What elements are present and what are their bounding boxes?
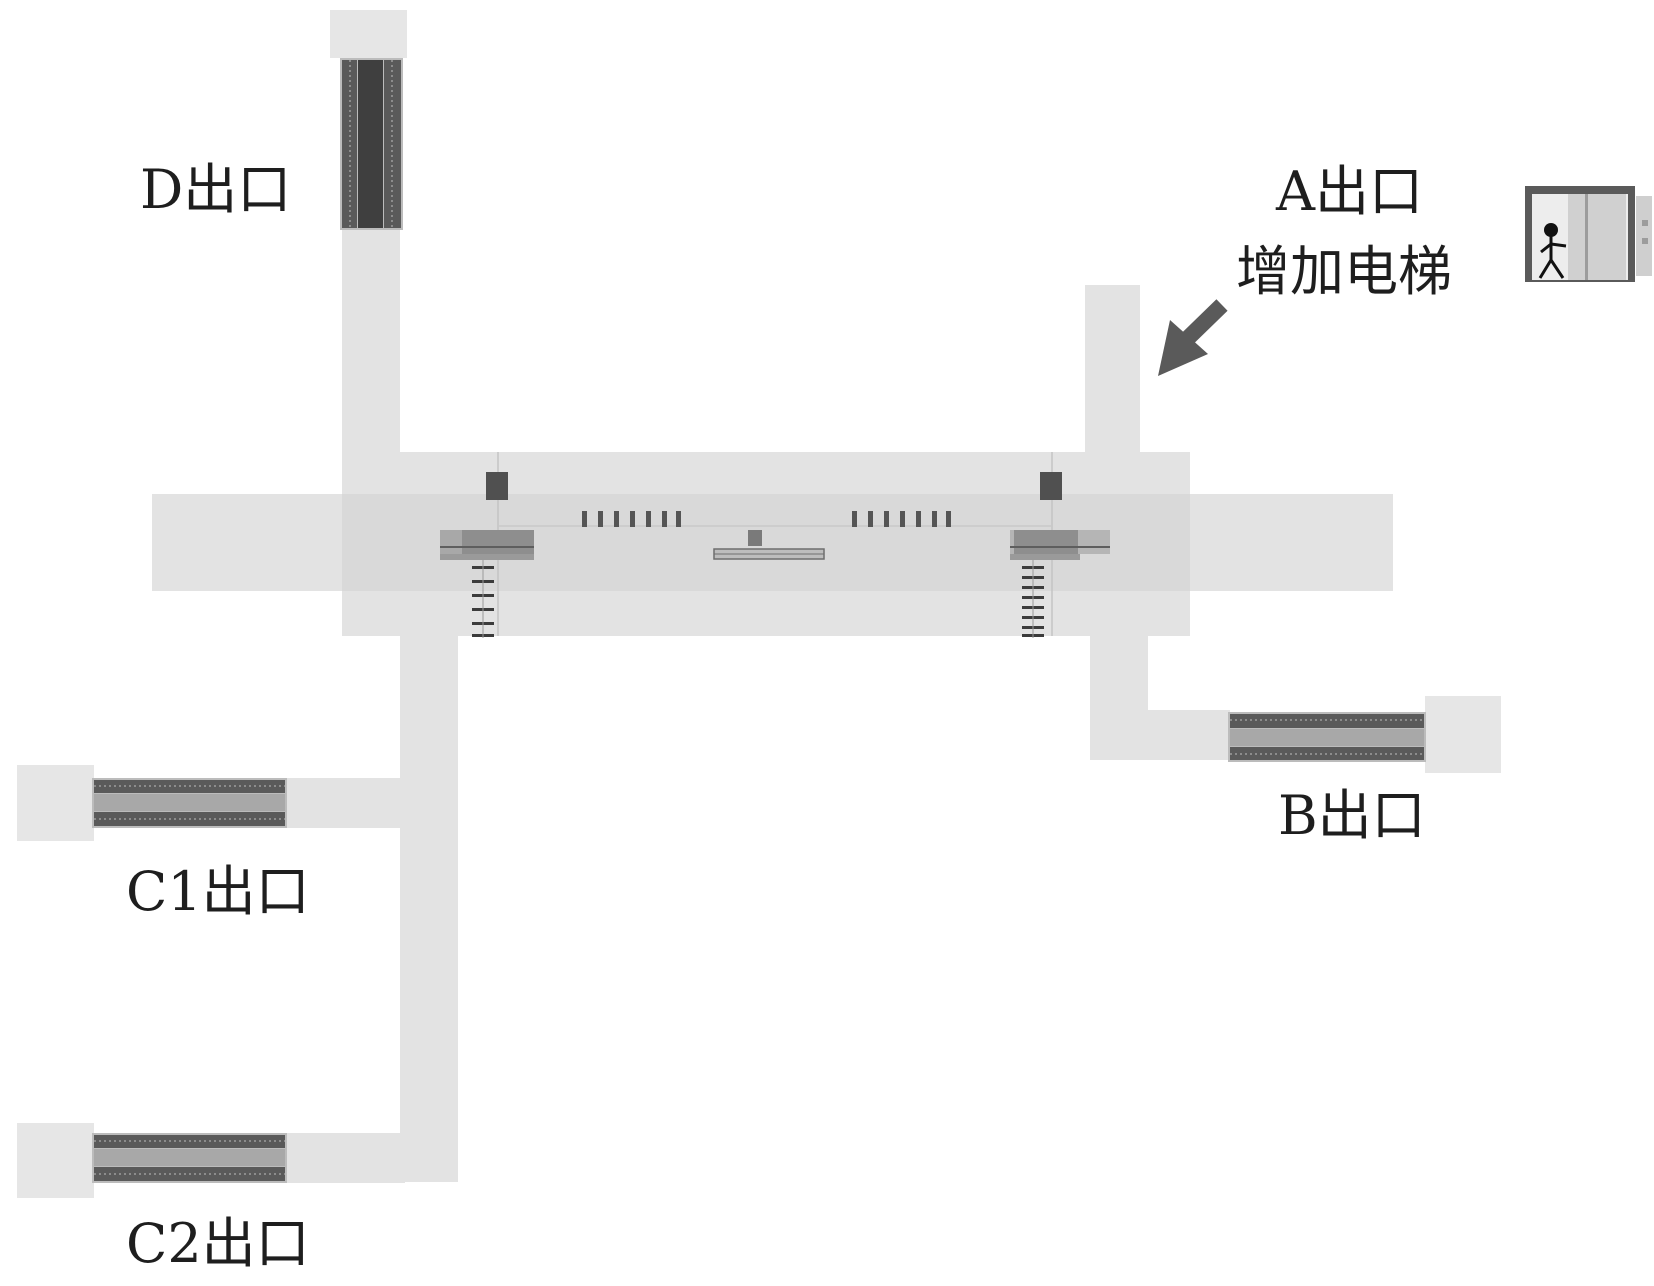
corridor-d [342, 230, 400, 455]
label-elevator-note: 增加电梯 [1236, 240, 1452, 303]
corridor-a [1085, 285, 1140, 455]
wing-left [152, 494, 344, 591]
stairs-left [472, 560, 494, 638]
label-exit-d: D出口 [140, 158, 291, 221]
label-exit-b: B出口 [1278, 784, 1426, 847]
corridor-c2 [285, 1133, 405, 1183]
stair-head-left [440, 472, 534, 560]
corridors [152, 230, 1393, 1183]
stair-head-right [1010, 472, 1110, 560]
exit-b-escalator [1228, 712, 1426, 762]
elevator-icon [1525, 186, 1652, 282]
service-center [713, 530, 825, 560]
exit-b-pad [1425, 696, 1501, 773]
arrow-icon [1158, 299, 1228, 376]
corridor-c1 [285, 778, 405, 828]
corridor-c [400, 634, 458, 1182]
fare-gates-left [582, 511, 681, 527]
exit-d-escalator [340, 58, 403, 230]
fare-gates-right [852, 511, 951, 527]
exit-c1-escalator [92, 778, 287, 828]
label-exit-c2: C2出口 [126, 1212, 310, 1275]
exit-c2-escalator [92, 1133, 287, 1183]
exit-c1-pad [17, 765, 94, 841]
label-exit-a: A出口 [1275, 160, 1423, 223]
stairs-right [1022, 560, 1044, 638]
wing-right [1188, 494, 1393, 591]
corridor-bottom [342, 590, 1190, 636]
exit-d-pad [330, 10, 407, 58]
exit-c2-pad [17, 1123, 94, 1198]
label-exit-c1: C1出口 [126, 860, 310, 923]
corridor-top [342, 452, 1190, 496]
corridor-b-horizontal [1090, 710, 1230, 760]
